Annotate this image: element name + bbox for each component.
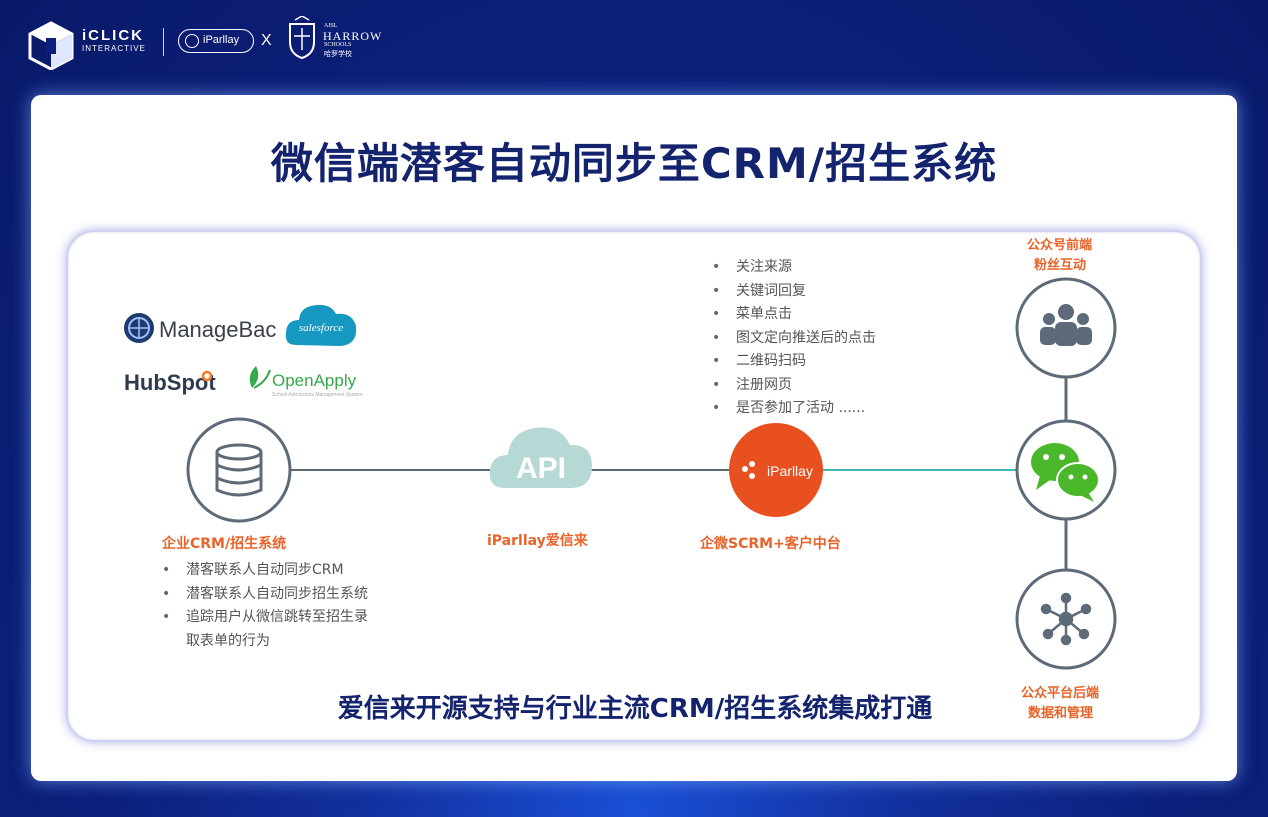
- harrow-name: HARROW: [323, 29, 383, 43]
- iparllay-header-logo: iParllay: [178, 29, 254, 53]
- harrow-sub: SCHOOLS: [324, 42, 352, 48]
- managebac-text: ManageBac: [159, 317, 276, 342]
- salesforce-text: salesforce: [299, 322, 343, 334]
- iparllay-header-label: iParllay: [203, 34, 240, 46]
- header-divider: [163, 28, 164, 56]
- people-node: [1015, 277, 1117, 379]
- scrm-bullet: 菜单点击: [712, 303, 876, 327]
- harrow-top-text: AISL: [324, 23, 338, 29]
- hubspot-text: HubSpot: [124, 370, 216, 395]
- official-back-label-2: 数据和管理: [1028, 706, 1094, 721]
- crm-bullet: 追踪用户从微信跳转至招生录: [162, 606, 368, 630]
- crm-node-label: 企业CRM/招生系统: [162, 536, 287, 552]
- crm-bullet-list: 潜客联系人自动同步CRM 潜客联系人自动同步招生系统 追踪用户从微信跳转至招生录…: [162, 559, 368, 653]
- scrm-bullet-list: 关注来源 关键词回复 菜单点击 图文定向推送后的点击 二维码扫码 注册网页 是否…: [712, 256, 876, 421]
- api-badge-text: API: [516, 452, 566, 485]
- scrm-bullet: 是否参加了活动 ......: [712, 397, 876, 421]
- scrm-bullet: 注册网页: [712, 374, 876, 398]
- openapply-sub-text: School Admissions Management System: [272, 392, 363, 398]
- hub-node: [1015, 568, 1117, 670]
- hubspot-sprocket-icon: [201, 370, 213, 382]
- api-cloud-icon: API: [489, 427, 592, 488]
- wechat-icon: [1031, 443, 1100, 502]
- crm-bullet: 潜客联系人自动同步招生系统: [162, 583, 368, 607]
- official-front-label-1: 公众号前端: [1027, 238, 1093, 253]
- iclick-cube-logo: [28, 21, 74, 70]
- scrm-bullet: 关注来源: [712, 256, 876, 280]
- crm-node: [186, 417, 292, 523]
- managebac-logo: ManageBac: [124, 313, 276, 343]
- iclick-brand-sub: INTERACTIVE: [82, 44, 146, 53]
- iclick-brand-name: iCLICK: [82, 27, 144, 44]
- iparllay-logo-icon: iParllay: [729, 423, 823, 517]
- crm-bullet-continuation: 取表单的行为: [186, 632, 270, 649]
- scrm-node-label: 企微SCRM+客户中台: [700, 536, 841, 552]
- openapply-logo: OpenApply School Admissions Management S…: [249, 366, 363, 398]
- page-title: 微信端潜客自动同步至CRM/招生系统: [270, 139, 998, 188]
- scrm-bullet: 图文定向推送后的点击: [712, 327, 876, 351]
- scrm-bullet: 二维码扫码: [712, 350, 876, 374]
- footer-caption: 爱信来开源支持与行业主流CRM/招生系统集成打通: [337, 694, 933, 724]
- hubspot-logo: HubSpot: [124, 370, 216, 395]
- collab-x: X: [261, 32, 272, 49]
- official-front-label-2: 粉丝互动: [1034, 258, 1087, 273]
- scrm-bullet: 关键词回复: [712, 280, 876, 304]
- network-hub-icon: [1040, 592, 1092, 646]
- harrow-crest-icon: [289, 16, 315, 60]
- crm-bullet: 潜客联系人自动同步CRM: [162, 559, 368, 583]
- salesforce-logo: salesforce: [285, 304, 357, 346]
- scrm-logo-text: iParllay: [767, 463, 813, 479]
- iparllay-dot-icon: [185, 34, 199, 48]
- db-icon: [215, 443, 263, 497]
- people-icon: [1040, 304, 1092, 346]
- wechat-node: [1015, 419, 1117, 521]
- official-back-label-1: 公众平台后端: [1021, 686, 1100, 701]
- top-bar: iCLICK INTERACTIVE iParllay X AISL HARRO…: [0, 0, 1268, 90]
- openapply-text: OpenApply: [272, 371, 357, 390]
- api-node-label: iParllay爱信来: [487, 533, 588, 549]
- harrow-cn: 哈罗学校: [324, 50, 352, 58]
